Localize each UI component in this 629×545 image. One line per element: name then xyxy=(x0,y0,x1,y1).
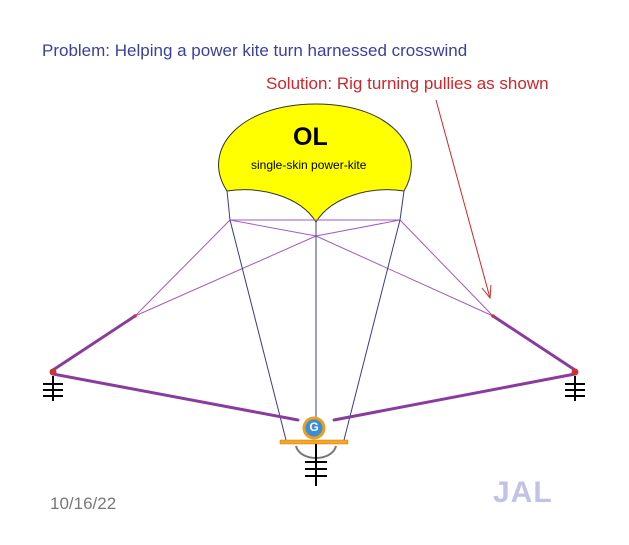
kite-canopy xyxy=(218,103,412,223)
thin-rigging-lines xyxy=(134,219,494,317)
ground-bar xyxy=(279,439,349,445)
author-watermark: JAL xyxy=(493,476,553,509)
bridle-line-left xyxy=(226,190,231,221)
ground-anchor-icon xyxy=(305,444,327,486)
kite-description-label: single-skin power-kite xyxy=(251,158,367,172)
ground-anchor-icon xyxy=(43,376,63,401)
kite-name-label: OL xyxy=(293,123,328,151)
tether-lines xyxy=(229,219,401,441)
thick-rigging-lines xyxy=(51,314,577,422)
pulley-icon xyxy=(491,314,495,318)
generator-icon xyxy=(302,416,326,440)
ground-anchor-icon xyxy=(565,376,585,401)
pulley-icon xyxy=(133,314,137,318)
problem-statement: Problem: Helping a power kite turn harne… xyxy=(42,41,468,60)
bridle-line-right xyxy=(399,190,405,221)
solution-arrow xyxy=(435,99,492,300)
solution-statement: Solution: Rig turning pullies as shown xyxy=(266,74,549,93)
pulley-icon xyxy=(571,368,579,376)
pulley-icon xyxy=(49,368,57,376)
date-label: 10/16/22 xyxy=(50,494,117,513)
generator-label: G xyxy=(309,420,319,434)
